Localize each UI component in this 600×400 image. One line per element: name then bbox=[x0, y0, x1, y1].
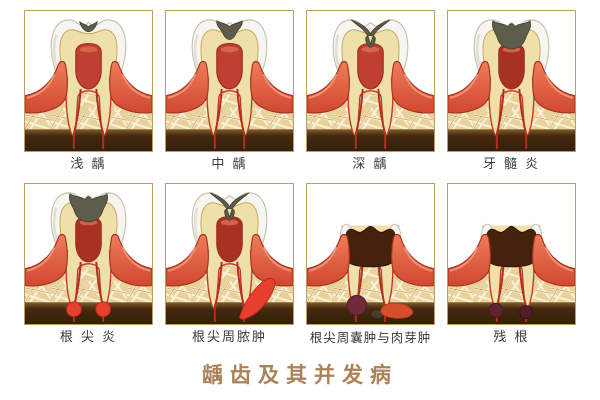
tooth-illustration bbox=[307, 19, 434, 151]
periodontal-outline bbox=[347, 89, 394, 136]
caries-deep bbox=[350, 19, 391, 48]
gums bbox=[448, 233, 575, 287]
root-canal-left bbox=[72, 88, 82, 150]
pulp bbox=[75, 42, 102, 90]
panel-frame bbox=[447, 183, 576, 325]
jaw-base bbox=[307, 302, 434, 324]
panel-frame bbox=[306, 183, 435, 325]
root-canal-left bbox=[495, 88, 505, 150]
panel-label: 深 龋 bbox=[352, 157, 389, 172]
caries-deep bbox=[209, 192, 250, 221]
panel: 残 根 bbox=[447, 183, 576, 346]
panel-label: 残 根 bbox=[493, 330, 530, 345]
gums bbox=[448, 60, 575, 114]
infographic-title: 龋齿及其并发病 bbox=[202, 363, 398, 387]
gums bbox=[307, 60, 434, 114]
panel: 根尖周囊肿与肉芽肿 bbox=[306, 183, 435, 346]
panel: 深 龋 bbox=[306, 10, 435, 173]
root-canal-left bbox=[354, 88, 364, 150]
panel-label: 根尖周脓肿 bbox=[191, 330, 267, 345]
root-canal-right bbox=[377, 88, 387, 150]
panel-label: 中 龋 bbox=[211, 157, 248, 172]
panel: 根 尖 炎 bbox=[24, 183, 153, 346]
gums bbox=[25, 233, 152, 287]
panel: 根尖周脓肿 bbox=[165, 183, 294, 346]
gums bbox=[25, 60, 152, 114]
pulp bbox=[216, 215, 243, 263]
root-canal-left bbox=[213, 88, 223, 150]
periapical-abscess bbox=[239, 277, 276, 320]
apical-inflammation bbox=[66, 301, 111, 318]
panel-frame bbox=[24, 10, 153, 152]
pulp bbox=[75, 215, 102, 263]
panel-label: 牙 髓 炎 bbox=[482, 157, 541, 172]
pulp bbox=[216, 42, 243, 90]
caries-moderate bbox=[216, 20, 243, 40]
periodontal-outline bbox=[65, 89, 112, 136]
jaw-base bbox=[166, 129, 293, 151]
caries-large bbox=[69, 193, 108, 223]
panel-frame bbox=[165, 10, 294, 152]
pulp bbox=[498, 42, 525, 90]
root-canal-right bbox=[95, 88, 105, 150]
gums bbox=[166, 60, 293, 114]
panel-frame bbox=[447, 10, 576, 152]
tooth-illustration bbox=[25, 192, 152, 324]
root-canal-right bbox=[236, 88, 246, 150]
caries-large bbox=[492, 20, 531, 50]
gums bbox=[307, 233, 434, 287]
jaw-base bbox=[448, 129, 575, 151]
tooth-illustration bbox=[166, 192, 293, 324]
gums bbox=[166, 233, 293, 287]
jaw-base bbox=[448, 302, 575, 324]
panels-grid: 浅 龋 bbox=[24, 10, 576, 346]
panel-label: 浅 龋 bbox=[70, 157, 107, 172]
cyst-and-granuloma bbox=[346, 294, 414, 319]
panel-label: 根 尖 炎 bbox=[59, 330, 118, 345]
panel-label: 根尖周囊肿与肉芽肿 bbox=[309, 330, 432, 345]
tooth-illustration bbox=[25, 19, 152, 151]
jaw-base bbox=[307, 129, 434, 151]
panel: 中 龋 bbox=[165, 10, 294, 173]
tooth-illustration bbox=[448, 19, 575, 151]
panel-frame bbox=[306, 10, 435, 152]
caries-shallow bbox=[79, 20, 98, 33]
panel: 浅 龋 bbox=[24, 10, 153, 173]
tooth-illustration bbox=[448, 184, 575, 324]
tooth-illustration bbox=[307, 184, 434, 324]
pulp bbox=[357, 42, 384, 90]
panel: 牙 髓 炎 bbox=[447, 10, 576, 173]
panel-frame bbox=[24, 183, 153, 325]
tooth-illustration bbox=[166, 19, 293, 151]
jaw-base bbox=[166, 302, 293, 324]
jaw-base bbox=[25, 302, 152, 324]
root-canal-left bbox=[213, 261, 223, 323]
periodontal-outline bbox=[206, 89, 253, 136]
panel-frame bbox=[165, 183, 294, 325]
periodontal-outline bbox=[488, 89, 535, 136]
root-canal-right bbox=[518, 88, 528, 150]
residual-root-lesions bbox=[488, 302, 533, 320]
jaw-base bbox=[25, 129, 152, 151]
